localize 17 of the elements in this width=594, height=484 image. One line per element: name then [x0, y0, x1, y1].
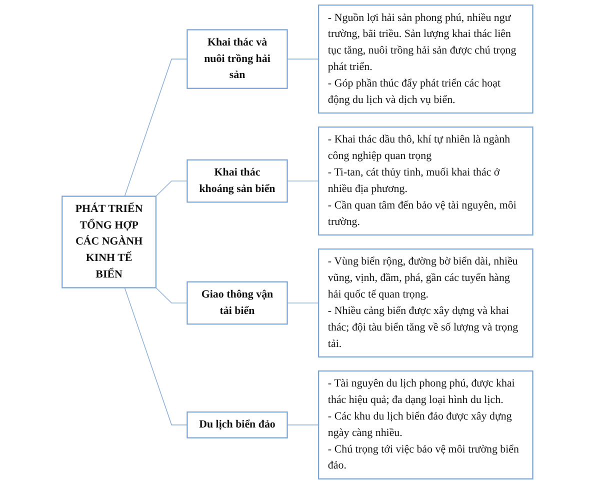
- connector: [286, 180, 318, 182]
- node-box: Du lịch biển đảo: [186, 411, 288, 438]
- node-box: Khai thác khoáng sản biển: [186, 159, 288, 203]
- connector: [155, 287, 188, 304]
- node-box: - Vùng biển rộng, đường bờ biển dài, nhiều vũng, vịnh, đầm, phá, gần các tuyến hàng hải quốc tế quan trọng. - Nhiều cảng biển được xây dựng và khai thác; đội tàu biển tăng về số lượng và trọng tải.: [318, 248, 533, 358]
- node-box: - Tài nguyên du lịch phong phú, được khai thác hiệu quả; đa dạng loại hình du lịch. - Các khu du lịch biển đảo được xây dựng ngày càng nhiều. - Chú trọng tới việc bảo vệ môi trường biển đảo.: [318, 370, 533, 480]
- node-box: - Nguồn lợi hải sản phong phú, nhiều ngư trường, bãi triều. Sản lượng khai thác liên tục tăng, nuôi trồng hải sản được chú trọng phát triển. - Góp phần thúc đẩy phát triển các hoạt động du lịch và dịch vụ biển.: [318, 4, 533, 114]
- connector: [124, 287, 188, 426]
- connector: [286, 58, 318, 60]
- node-box: - Khai thác dầu thô, khí tự nhiên là ngành công nghiệp quan trọng - Ti-tan, cát thủy tinh, muối khai thác ở nhiều địa phương. - Cần quan tâm đến bảo vệ tài nguyên, môi trường.: [318, 126, 533, 236]
- node-box: PHÁT TRIỂN TỔNG HỢP CÁC NGÀNH KINH TẾ BIỂN: [61, 196, 156, 288]
- connector: [286, 424, 318, 426]
- connector: [155, 180, 188, 197]
- node-box: Khai thác và nuôi trồng hải sản: [186, 29, 288, 89]
- connector: [124, 58, 188, 197]
- node-box: Giao thông vận tải biển: [186, 281, 288, 325]
- connector: [286, 302, 318, 304]
